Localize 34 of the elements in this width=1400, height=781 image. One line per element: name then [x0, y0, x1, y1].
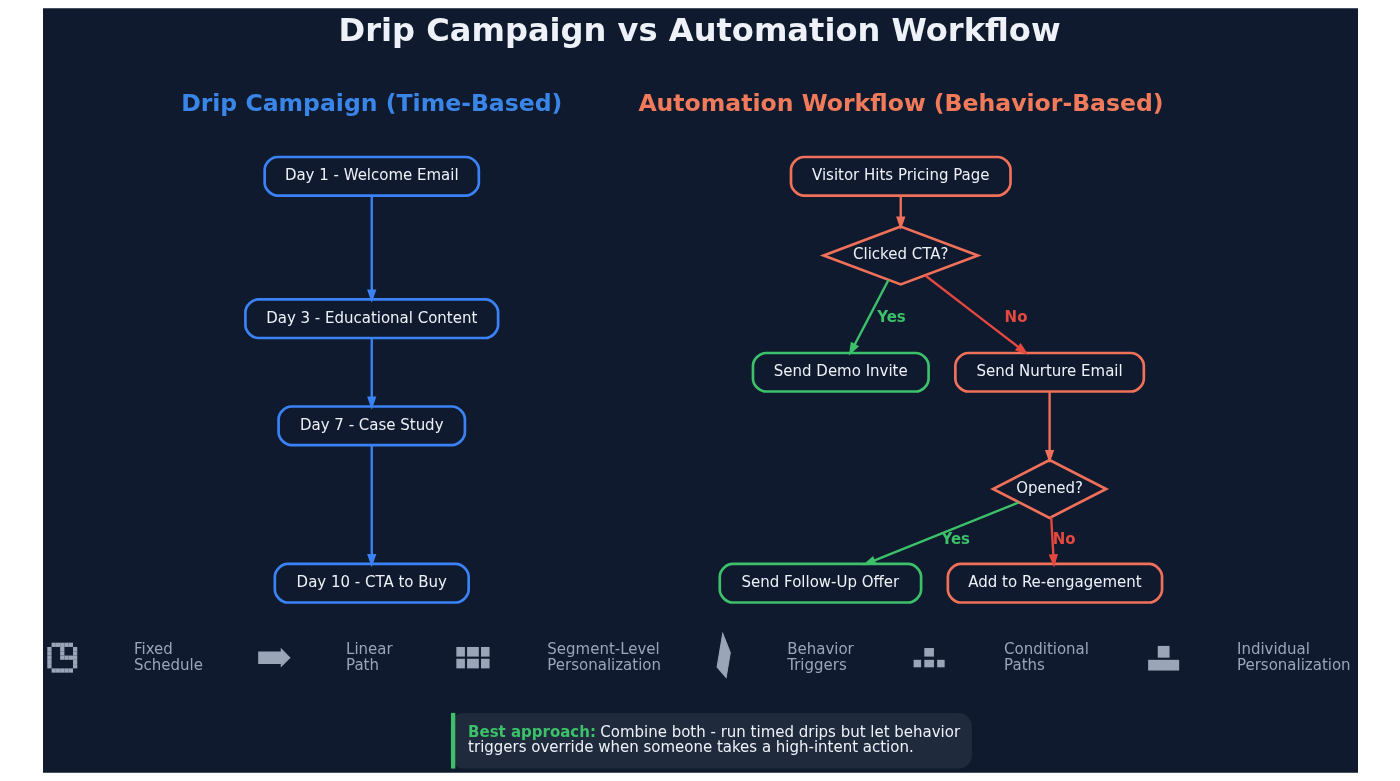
arrow: [895, 195, 905, 230]
label: Fixed Schedule: [133, 639, 203, 674]
arrow: [1048, 517, 1058, 568]
node-box: Day 3 - Educational Content: [243, 298, 499, 340]
arrow: [924, 274, 1028, 355]
arrow: [862, 501, 1019, 566]
label: Best approach: Combine both - run timed drips but let behavior triggers override when someone takes a high-intent action.: [467, 722, 960, 756]
node-box: Day 10 - CTA to Buy: [273, 562, 470, 604]
label: Linear Path: [345, 639, 393, 674]
node-box: Day 1 - Welcome Email: [262, 155, 480, 197]
node-diamond: Clicked CTA?: [819, 225, 982, 286]
diagram-title: Drip Campaign vs Automation Workflow: [338, 11, 1061, 50]
arrow: [848, 279, 889, 356]
label: Individual Personalization: [1236, 639, 1351, 674]
edge-label: No: [1004, 307, 1027, 326]
arrow: [366, 338, 376, 410]
node-box: Send Nurture Email: [953, 351, 1145, 393]
label: Automation Workflow (Behavior-Based): [637, 88, 1164, 117]
edge-label: Yes: [876, 307, 906, 326]
edge-label: Yes: [940, 529, 970, 548]
node-box: Add to Re-engagement: [946, 562, 1163, 604]
node-box: Send Demo Invite: [751, 351, 930, 393]
arrow: [1044, 391, 1054, 464]
node-diamond: Opened?: [989, 458, 1109, 520]
node-box: Visitor Hits Pricing Page: [789, 155, 1012, 197]
node-box: Day 7 - Case Study: [276, 405, 466, 447]
label: Segment-Level Personalization: [546, 639, 661, 674]
node-box: Send Follow-Up Offer: [717, 562, 922, 604]
label: Conditional Paths: [1003, 639, 1089, 674]
arrow: [366, 445, 376, 568]
label: Behavior Triggers: [786, 639, 854, 674]
arrow: [366, 195, 376, 303]
edge-label: No: [1052, 529, 1076, 548]
label: Drip Campaign (Time-Based): [180, 88, 562, 117]
